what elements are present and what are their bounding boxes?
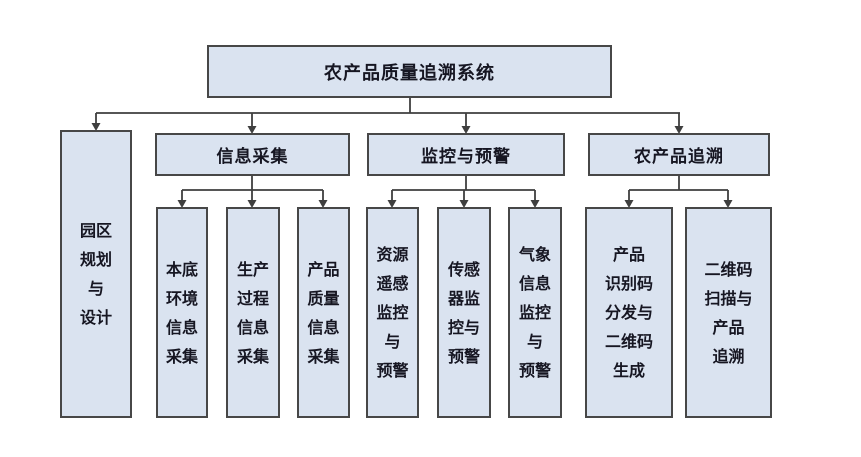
node-leaf-production-process-info: 生产 过程 信息 采集: [226, 207, 280, 418]
node-leaf-product-quality-info: 产品 质量 信息 采集: [297, 207, 350, 418]
node-branch-monitoring-warning: 监控与预警: [367, 133, 565, 176]
node-leaf-background-env-info: 本底 环境 信息 采集: [156, 207, 208, 418]
node-leaf-qr-scan-traceability: 二维码 扫描与 产品 追溯: [685, 207, 772, 418]
node-leaf-remote-sensing-monitoring: 资源 遥感 监控 与 预警: [366, 207, 419, 418]
node-park-planning-design: 园区 规划 与 设计: [60, 130, 132, 418]
node-branch-information-collection: 信息采集: [155, 133, 350, 176]
node-root-system: 农产品质量追溯系统: [207, 45, 612, 98]
node-leaf-sensor-monitoring: 传感 器监 控与 预警: [437, 207, 491, 418]
node-branch-product-traceability: 农产品追溯: [588, 133, 770, 176]
node-leaf-weather-info-monitoring: 气象 信息 监控 与 预警: [508, 207, 562, 418]
node-leaf-id-code-qr-generation: 产品 识别码 分发与 二维码 生成: [585, 207, 673, 418]
